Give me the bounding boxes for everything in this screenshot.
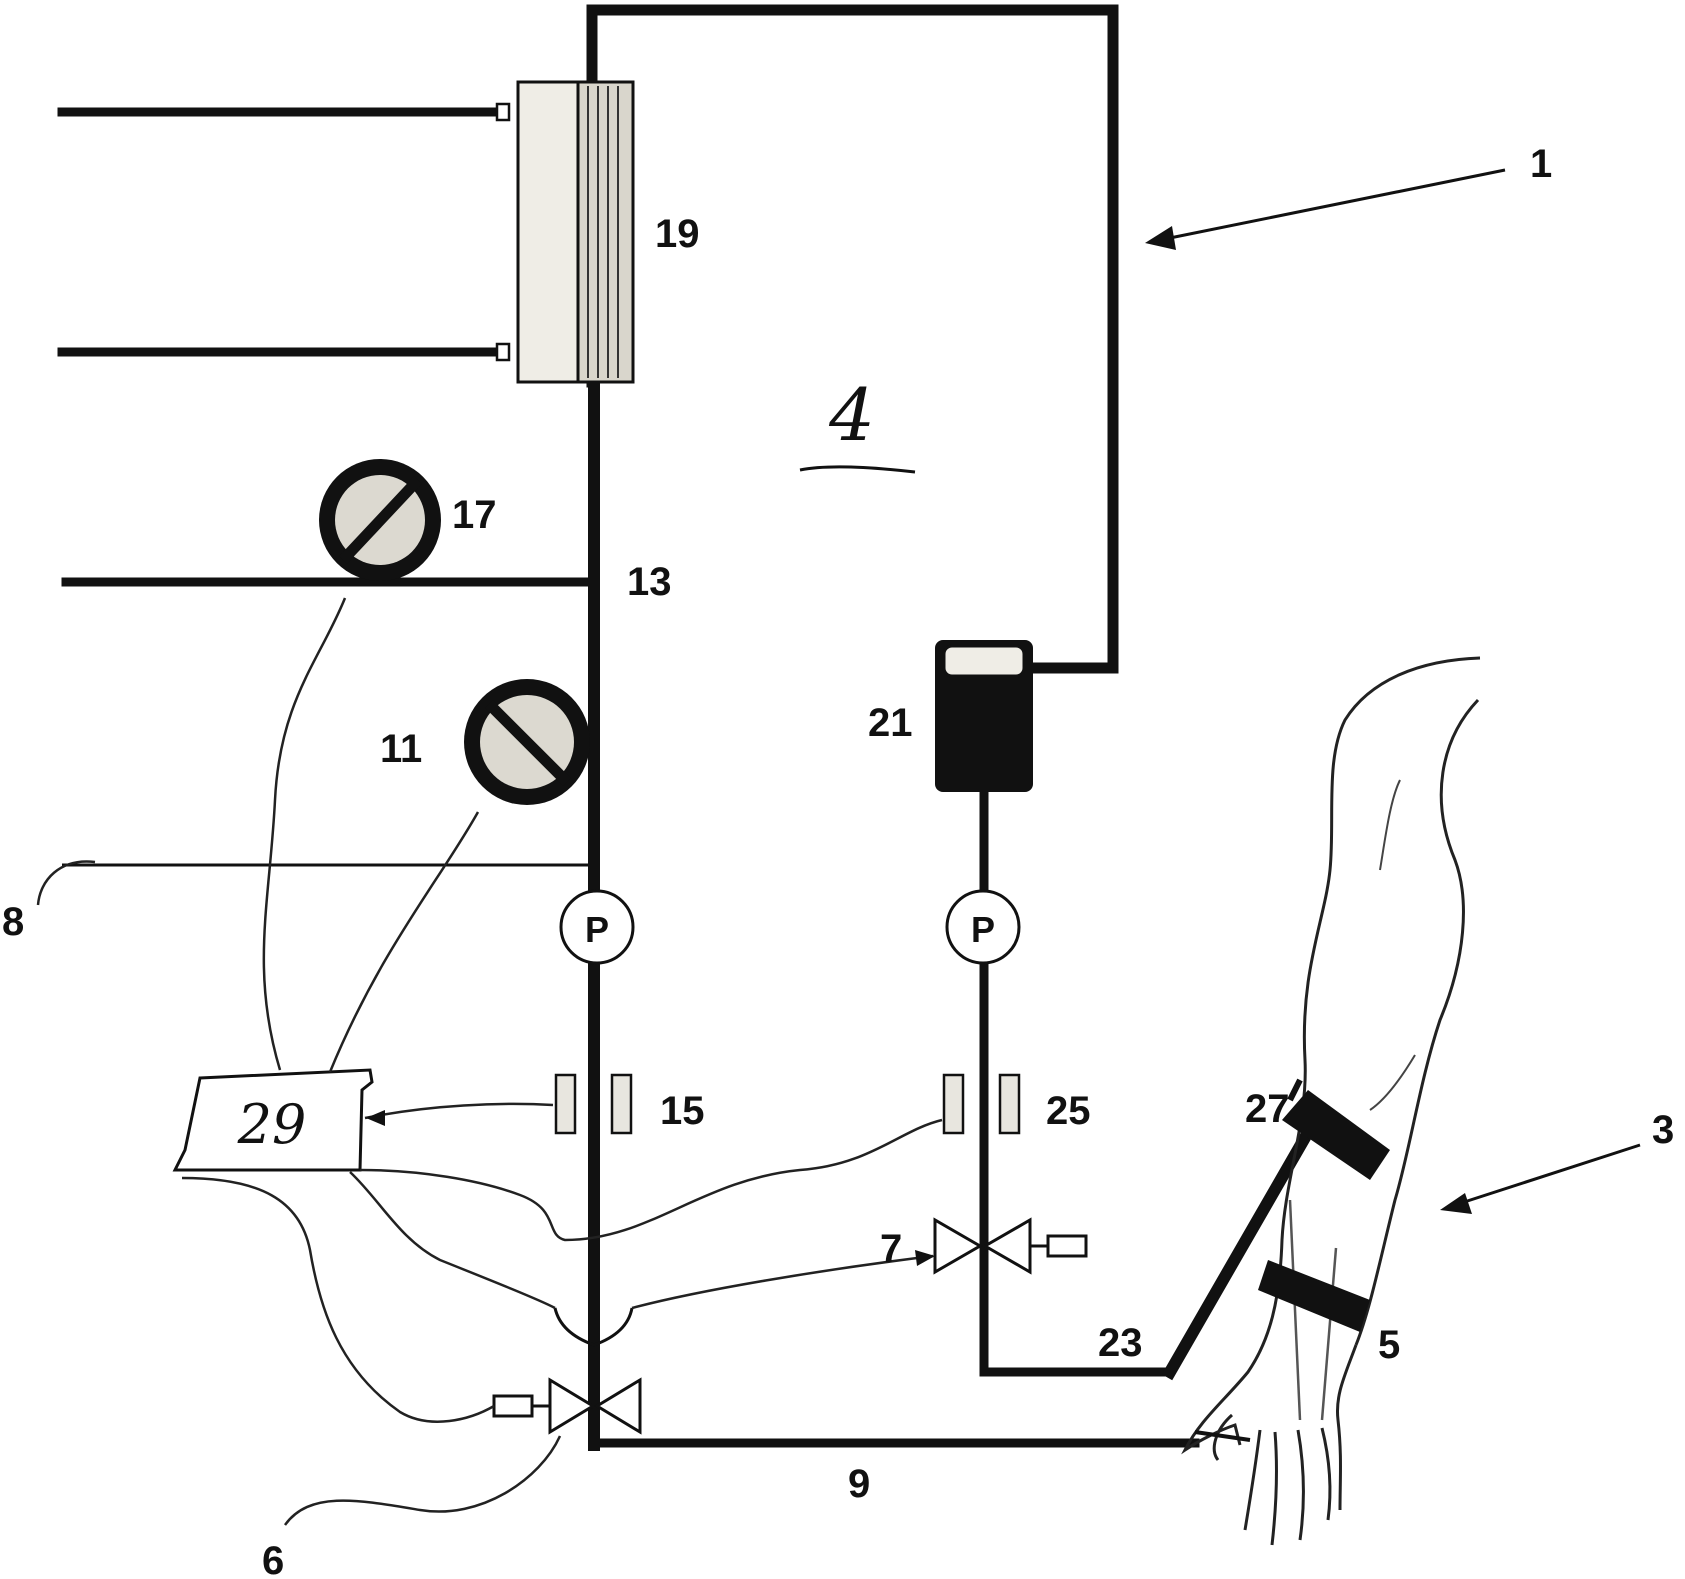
hand-outline bbox=[1337, 1345, 1356, 1510]
exchanger-port-top bbox=[497, 104, 509, 120]
valve-7-right-triangle bbox=[985, 1220, 1030, 1272]
pump-right-symbol: P bbox=[971, 909, 995, 950]
controller-label: 29 bbox=[237, 1093, 307, 1156]
valve-6 bbox=[494, 1308, 640, 1432]
ref-label-19: 19 bbox=[655, 212, 700, 256]
vessel-line bbox=[1290, 1200, 1300, 1420]
arm-outline-left bbox=[1185, 658, 1480, 1450]
sensor-25-right-plate bbox=[1000, 1075, 1019, 1133]
valve-6-left-triangle bbox=[550, 1380, 593, 1432]
ref-label-17: 17 bbox=[452, 493, 497, 537]
wire-controller-valve6-actuator bbox=[182, 1178, 494, 1422]
exchanger-core bbox=[578, 82, 633, 382]
sensor-15-right-plate bbox=[612, 1075, 631, 1133]
arrow-3 bbox=[1440, 1145, 1640, 1214]
ref-label-3: 3 bbox=[1652, 1108, 1674, 1152]
ref-label-8: 8 bbox=[2, 900, 24, 944]
ref-label-27: 27 bbox=[1245, 1087, 1290, 1131]
ref-label-21: 21 bbox=[868, 701, 913, 745]
line-13-assembly bbox=[66, 459, 594, 582]
ref-label-23: 23 bbox=[1098, 1321, 1143, 1365]
wire-controller-sensor25 bbox=[360, 1120, 942, 1240]
cuff-5 bbox=[1258, 1260, 1370, 1332]
valve-7 bbox=[935, 1220, 1086, 1272]
cuff-27 bbox=[1282, 1080, 1390, 1180]
ref-label-1: 1 bbox=[1530, 142, 1552, 186]
ref-label-25: 25 bbox=[1046, 1089, 1091, 1133]
ref-label-9: 9 bbox=[848, 1462, 870, 1506]
sensor-25-left-plate bbox=[944, 1075, 963, 1133]
line-8-leader bbox=[38, 862, 95, 905]
arrow-3-head bbox=[1440, 1193, 1472, 1214]
elbow-line bbox=[1370, 1055, 1415, 1110]
chamber-4-label: 4 bbox=[828, 373, 875, 457]
exchanger-port-bottom bbox=[497, 344, 509, 360]
pump-right: P bbox=[947, 891, 1019, 963]
arrow-3-shaft bbox=[1455, 1145, 1640, 1205]
reservoir-fill-level bbox=[944, 646, 1024, 676]
arrowhead-controller bbox=[366, 1110, 385, 1126]
finger-4 bbox=[1322, 1428, 1330, 1520]
valve-6-right-triangle bbox=[597, 1380, 640, 1432]
valve-7-actuator bbox=[1048, 1236, 1086, 1256]
ref-label-7: 7 bbox=[880, 1227, 902, 1271]
cuff-27-tab bbox=[1290, 1080, 1300, 1100]
ref-label-6: 6 bbox=[262, 1539, 284, 1579]
arrow-1-shaft bbox=[1160, 170, 1505, 240]
vessel-line bbox=[1322, 1248, 1336, 1420]
wire-controller-valve6-left bbox=[350, 1172, 555, 1308]
chamber-4-underline bbox=[800, 467, 915, 472]
wire-meter17-controller bbox=[264, 598, 345, 1070]
ref-label-11: 11 bbox=[380, 727, 422, 771]
pump-left: P bbox=[561, 891, 633, 963]
sensor-15-left-plate bbox=[556, 1075, 575, 1133]
arrow-1 bbox=[1145, 170, 1505, 250]
line-6-leader bbox=[285, 1436, 560, 1525]
finger-3 bbox=[1298, 1430, 1304, 1540]
wire-controller-sensor15 bbox=[365, 1104, 553, 1118]
valve-7-left-triangle bbox=[935, 1220, 980, 1272]
pump-left-symbol: P bbox=[585, 909, 609, 950]
cuff-5-band bbox=[1258, 1260, 1370, 1332]
heat-exchanger-19 bbox=[62, 82, 633, 382]
arm-illustration bbox=[1185, 658, 1480, 1545]
wire-meter11-controller bbox=[330, 812, 478, 1072]
arrowhead-valve7 bbox=[915, 1250, 935, 1266]
finger-2 bbox=[1272, 1432, 1276, 1545]
arm-outline-right bbox=[1356, 700, 1478, 1345]
valve-6-actuator bbox=[494, 1396, 532, 1416]
finger-1 bbox=[1245, 1430, 1260, 1530]
arrow-1-head bbox=[1145, 226, 1176, 250]
controller-29: 29 bbox=[175, 1070, 372, 1170]
ref-label-13: 13 bbox=[627, 560, 672, 604]
meter-11 bbox=[464, 679, 590, 805]
line-8 bbox=[38, 862, 594, 905]
reservoir-21 bbox=[935, 640, 1033, 792]
ref-label-5: 5 bbox=[1378, 1323, 1400, 1367]
ref-label-15: 15 bbox=[660, 1089, 705, 1133]
arm-muscle-line bbox=[1380, 780, 1400, 870]
